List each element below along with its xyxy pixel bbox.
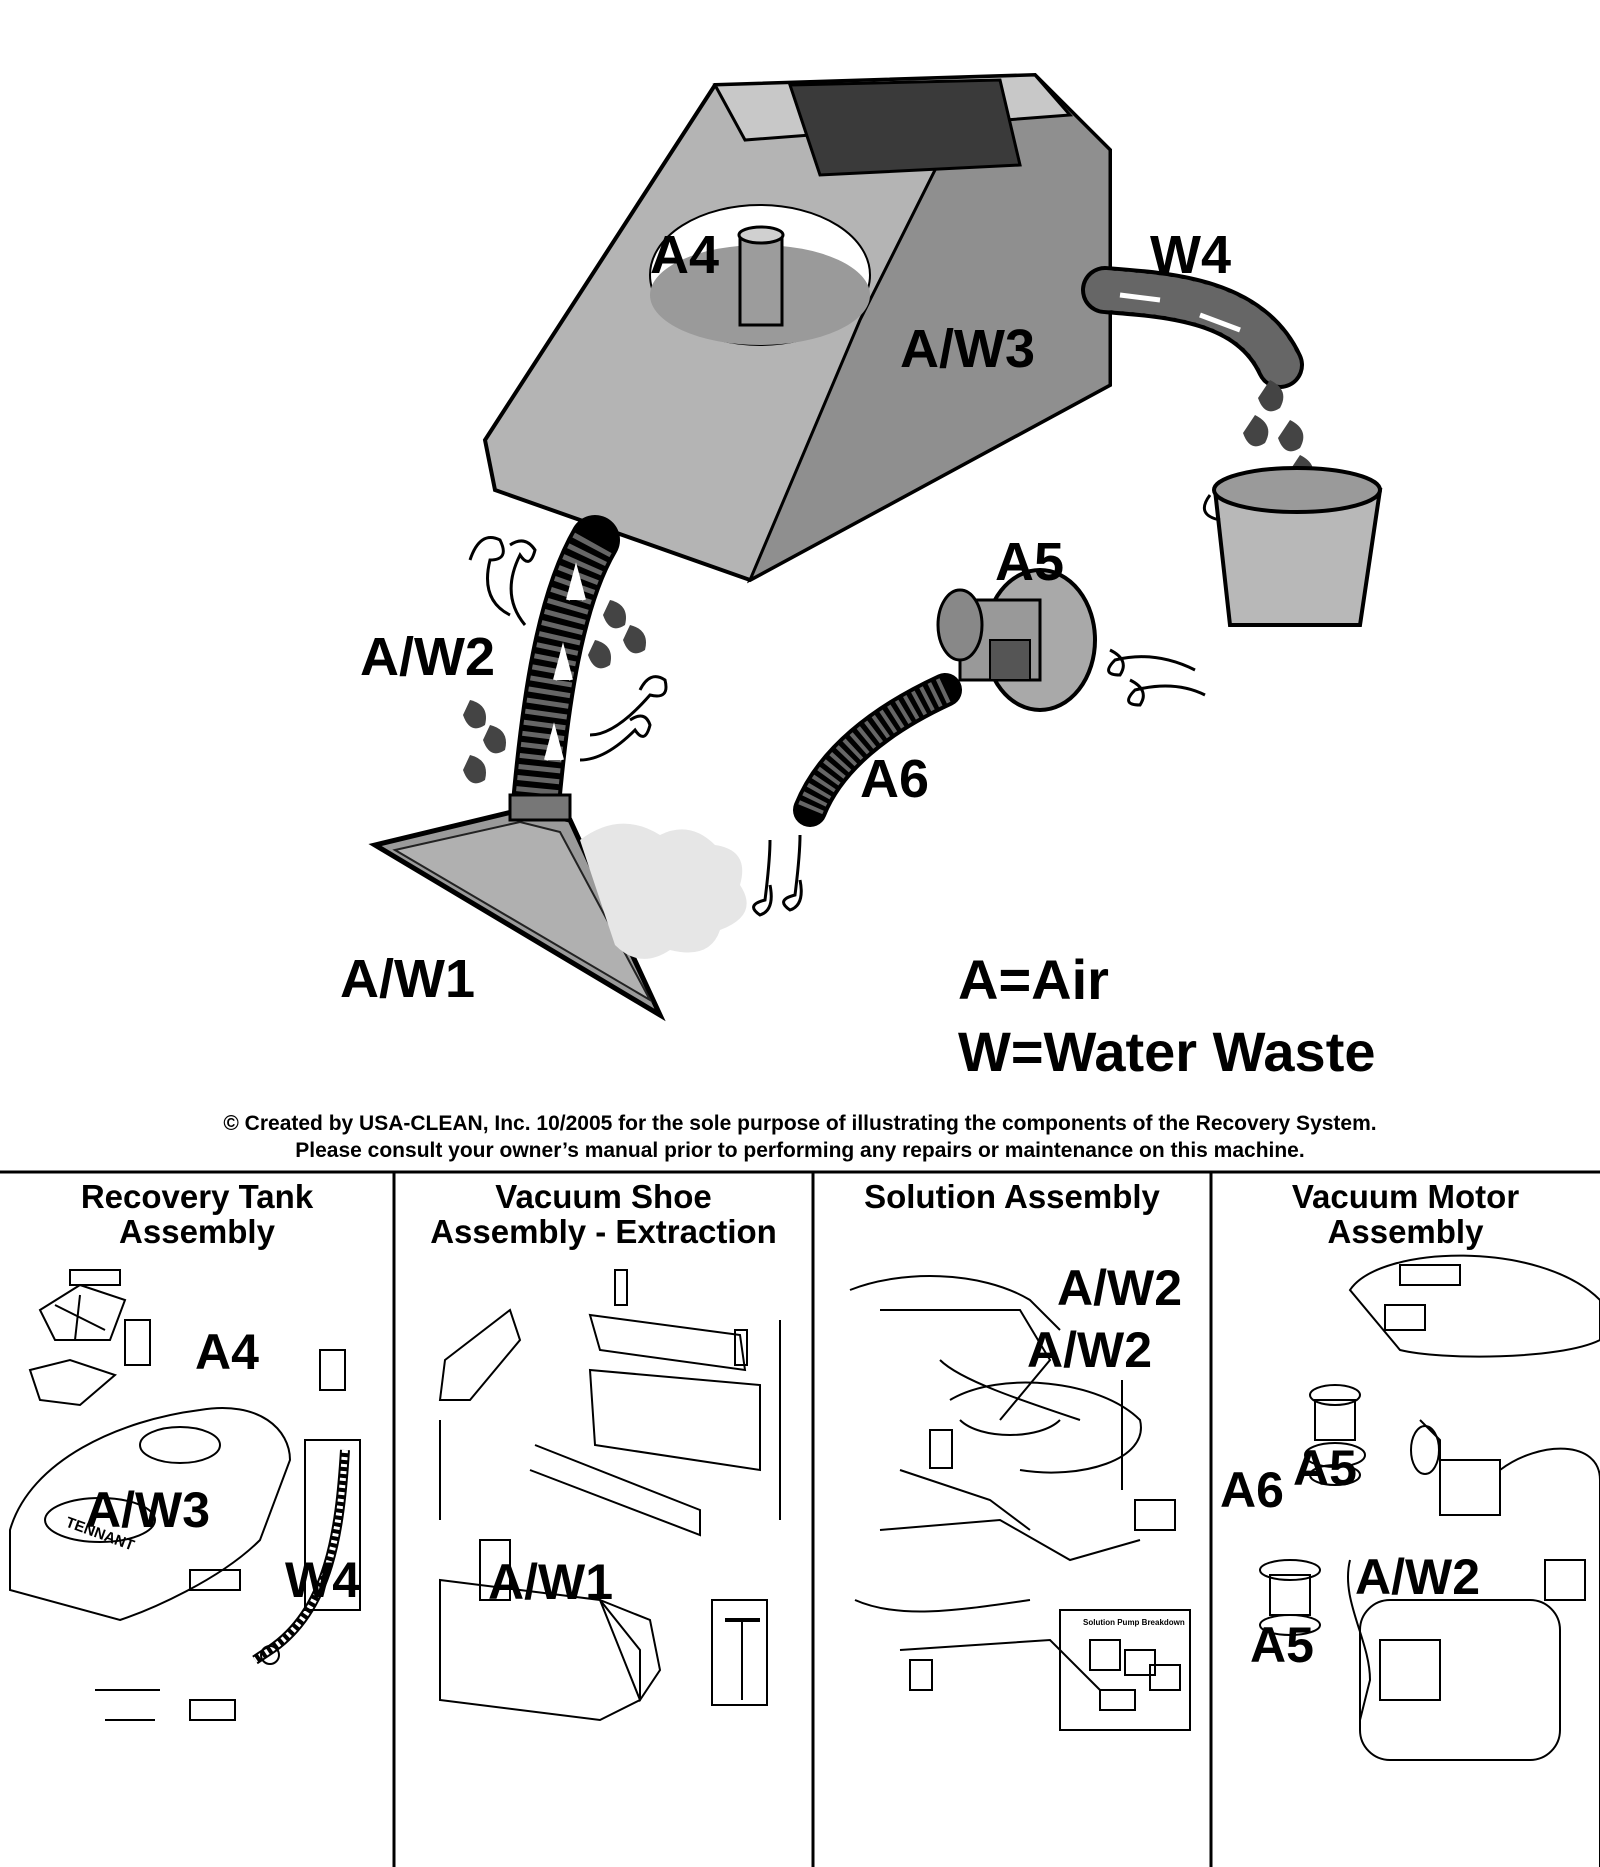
tag-a5-lower: A5: [1250, 1617, 1314, 1673]
exhaust-hose: [793, 673, 962, 827]
copyright-line-2: Please consult your owner’s manual prior…: [295, 1139, 1305, 1163]
panel-title-line-2: Assembly: [119, 1212, 275, 1250]
panel-title-vacuum-motor: Vacuum Motor Assembly: [1211, 1178, 1600, 1250]
solution-assembly-parts-sketch: [849, 1275, 1176, 1691]
tag-aw1: A/W1: [488, 1554, 613, 1610]
panel-title-vacuum-shoe: Vacuum Shoe Assembly - Extraction: [394, 1178, 813, 1250]
panel-title-recovery-tank: Recovery Tank Assembly: [0, 1178, 394, 1250]
label-a5: A5: [995, 532, 1065, 592]
recovery-tank: [482, 72, 1112, 584]
legend-water: W=Water Waste: [958, 1019, 1376, 1083]
panel-title-line-1: Vacuum Motor: [1291, 1178, 1520, 1215]
legend-air: A=Air: [958, 948, 1109, 1011]
waste-bucket: [1202, 466, 1383, 627]
recovery-tank-parts-sketch: [9, 1269, 361, 1721]
legend: A=Air W=Water Waste: [958, 944, 1375, 1087]
label-aw1: A/W1: [340, 949, 475, 1009]
waste-outlet-hose: [1081, 266, 1304, 389]
tag-a6: A6: [1220, 1462, 1284, 1518]
label-w4: W4: [1150, 225, 1231, 285]
vacuum-motor-parts-sketch: [1259, 1254, 1600, 1867]
vacuum-hose: [510, 515, 620, 840]
tag-a4: A4: [195, 1324, 259, 1380]
panel-title-line-1: Solution Assembly: [864, 1178, 1160, 1215]
panel-title-line-1: Vacuum Shoe: [495, 1178, 712, 1215]
vacuum-shoe-parts-sketch: [438, 1269, 781, 1722]
air-swirls: [468, 536, 1206, 917]
vacuum-motor: [936, 568, 1097, 712]
label-aw2: A/W2: [360, 627, 495, 687]
mist-cloud: [580, 823, 747, 959]
label-a4: A4: [650, 225, 720, 285]
solution-pump-breakdown-label: Solution Pump Breakdown: [1083, 1618, 1185, 1627]
panel-title-line-1: Recovery Tank: [80, 1178, 314, 1215]
pump-breakdown-sketch: [1089, 1639, 1181, 1711]
panel-title-line-2: Assembly: [1327, 1212, 1484, 1250]
panel-title-line-2: Assembly - Extraction: [430, 1212, 777, 1250]
tag-w4: W4: [285, 1552, 360, 1608]
copyright-notice: © Created by USA-CLEAN, Inc. 10/2005 for…: [0, 1110, 1600, 1165]
tag-aw2-upper: A/W2: [1057, 1260, 1182, 1316]
label-a6: A6: [860, 749, 930, 809]
tag-aw2-motor: A/W2: [1355, 1549, 1480, 1605]
label-aw3: A/W3: [900, 319, 1035, 379]
water-drops-hose: [463, 600, 646, 784]
panel-title-solution-assembly: Solution Assembly: [813, 1178, 1211, 1215]
tag-aw3: A/W3: [85, 1482, 210, 1538]
tag-a5-upper: A5: [1293, 1440, 1357, 1496]
copyright-line-1: © Created by USA-CLEAN, Inc. 10/2005 for…: [223, 1112, 1377, 1135]
tag-aw2-lower: A/W2: [1027, 1322, 1152, 1378]
